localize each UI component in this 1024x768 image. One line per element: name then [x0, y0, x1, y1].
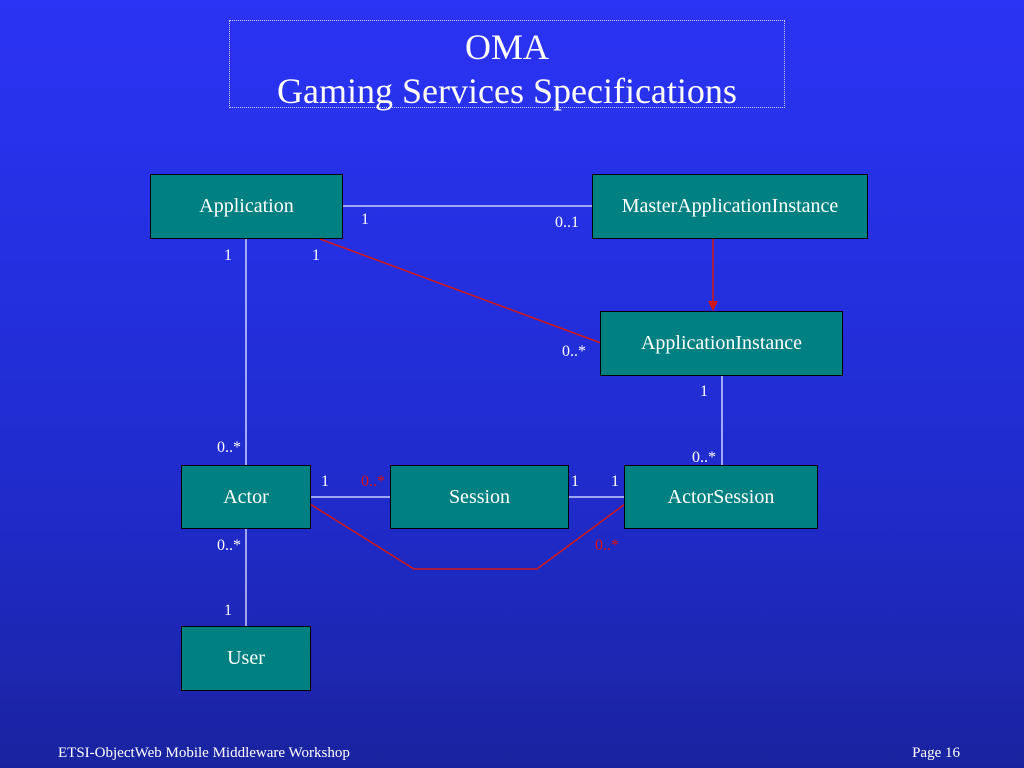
class-session[interactable]: Session — [390, 465, 569, 529]
mult-session-actorsession-actorsession-end: 1 — [611, 473, 619, 490]
mult-app-master-app-end: 1 — [361, 211, 369, 228]
mult-app-actor-app-end: 1 — [224, 247, 232, 264]
mult-actor-user-actor-end: 0..* — [217, 537, 241, 554]
mult-actor-user-user-end: 1 — [224, 602, 232, 619]
class-actor-session[interactable]: ActorSession — [624, 465, 818, 529]
mult-app-instance-app-end: 1 — [312, 247, 320, 264]
mult-instance-actorsession-instance-end: 1 — [700, 383, 708, 400]
mult-actor-session-session-end: 0..* — [361, 473, 385, 490]
class-application-instance[interactable]: ApplicationInstance — [600, 311, 843, 376]
class-user[interactable]: User — [181, 626, 311, 691]
mult-app-instance-instance-end: 0..* — [562, 343, 586, 360]
link-application-instance — [319, 238, 602, 344]
mult-instance-actorsession-actorsession-end: 0..* — [692, 449, 716, 466]
footer-page-number: Page 16 — [912, 745, 960, 761]
footer-workshop: ETSI-ObjectWeb Mobile Middleware Worksho… — [58, 745, 350, 761]
title-line1: OMA — [464, 27, 549, 67]
title-line2: Gaming Services Specifications — [277, 71, 737, 111]
mult-session-actorsession-session-end: 1 — [571, 473, 579, 490]
class-actor[interactable]: Actor — [181, 465, 311, 529]
link-actor-actorsession — [309, 503, 626, 570]
class-master-application-instance[interactable]: MasterApplicationInstance — [592, 174, 868, 239]
class-application[interactable]: Application — [150, 174, 343, 239]
mult-actor-session-actor-end: 1 — [321, 473, 329, 490]
mult-app-actor-actor-end: 0..* — [217, 439, 241, 456]
mult-app-master-master-end: 0..1 — [555, 214, 579, 231]
mult-actor-actorsession-end: 0..* — [595, 537, 619, 554]
title-box: OMA Gaming Services Specifications — [229, 20, 785, 111]
